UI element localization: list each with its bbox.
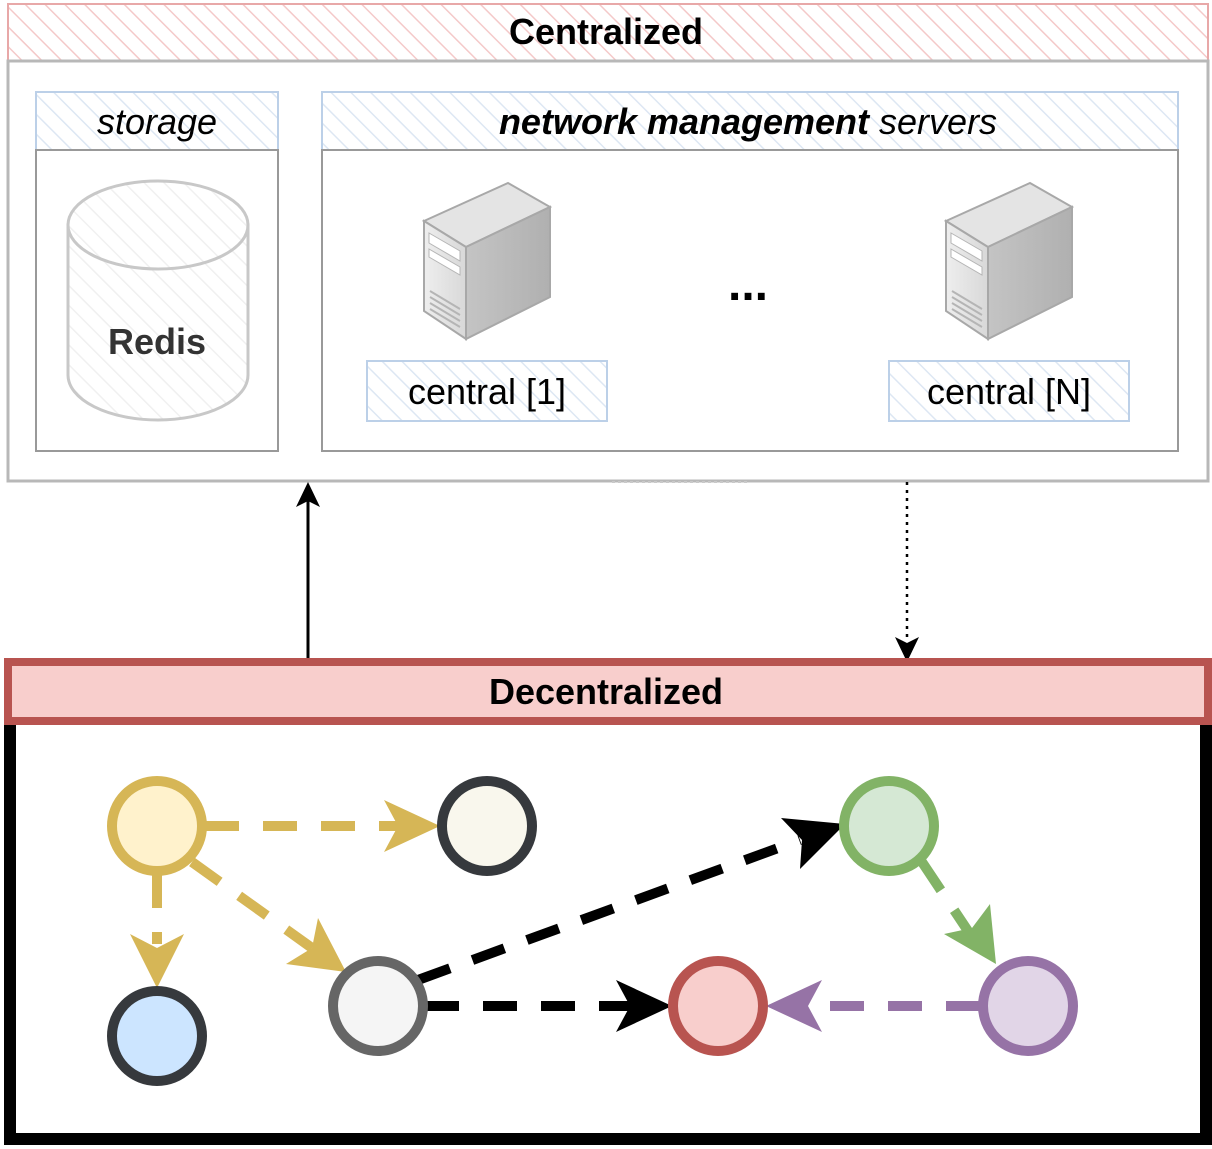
server-label-first: central [1] [408,371,566,412]
storage-header [35,91,279,151]
servers-title-rest: servers [869,101,997,142]
edge-yellow-to-gray [189,857,346,972]
centralized-header [7,3,1209,62]
decentralized-header [4,658,1212,725]
decentralized-title: Decentralized [489,671,723,712]
down-dotted-arrow [895,482,919,662]
edge-yellow-to-cream [205,800,440,852]
servers-ellipsis: ... [728,258,768,311]
decentralized-section: Decentralized [4,658,1212,1145]
node-purple [978,956,1078,1056]
edge-yellow-to-blue [130,874,184,988]
servers-title-bold: network management [499,101,871,142]
node-yellow [107,776,207,876]
node-cream [437,776,537,876]
node-red [668,956,768,1056]
server-label-last: central [N] [927,371,1091,412]
edge-purple-to-red [766,980,980,1032]
server-label-box-first [366,360,608,422]
edge-green-to-purple [917,859,996,964]
database-cylinder-icon [66,179,250,422]
storage-panel: storage Redis [35,91,279,452]
edge-gray-to-green [416,818,845,985]
servers-title: network management servers [499,101,997,142]
edge-gray-to-red [425,980,672,1032]
up-arrow [296,482,320,660]
node-blue [107,986,207,1086]
server-label-box-last [888,360,1130,422]
centralized-title: Centralized [509,11,703,52]
centralized-section: Centralized storage Redis network manage… [6,3,1210,483]
servers-panel: network management servers central [1] .… [321,91,1179,452]
storage-title: storage [97,101,217,142]
node-gray [328,956,428,1056]
node-green [839,776,939,876]
redis-label: Redis [108,321,206,362]
